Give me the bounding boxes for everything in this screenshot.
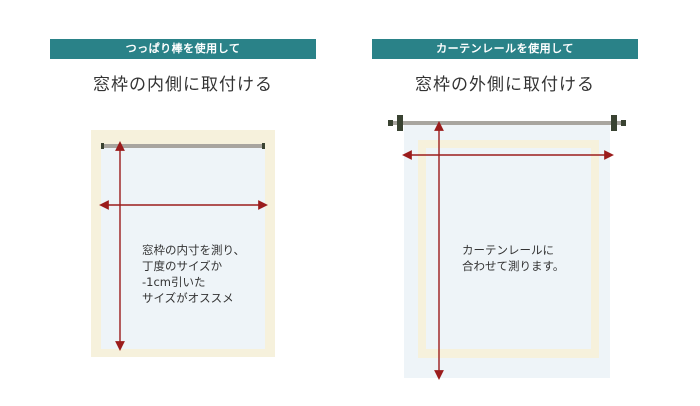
rail-bracket-right: [611, 115, 617, 131]
inside-note-line-3: -1cm引いた: [142, 275, 206, 289]
rail-bracket-left: [397, 115, 403, 131]
tension-rod-badge: つっぱり棒を使用して: [50, 39, 316, 59]
curtain-rail: [390, 121, 624, 125]
left-window-pane: [101, 146, 265, 349]
outside-mount-heading: 窓枠の外側に取付ける: [415, 75, 595, 95]
inside-note-line-4: サイズがオススメ: [142, 291, 234, 305]
outside-note-line-2: 合わせて測ります。: [462, 259, 565, 273]
outside-mount-diagram: [388, 115, 626, 380]
outside-note-line-1: カーテンレールに: [462, 243, 554, 257]
right-window-pane: [426, 148, 591, 349]
outside-mount-note: カーテンレールに 合わせて測ります。: [462, 242, 592, 274]
rail-end-left: [388, 120, 393, 126]
inside-note-line-2: 丁度のサイズか: [142, 259, 223, 273]
inside-mount-diagram: [91, 130, 275, 357]
tension-rod-cap-left: [101, 143, 104, 149]
inside-mount-note: 窓枠の内寸を測り、 丁度のサイズか -1cm引いた サイズがオススメ: [142, 242, 262, 306]
tension-rod: [101, 144, 265, 148]
tension-rod-cap-right: [262, 143, 265, 149]
rail-end-right: [621, 120, 626, 126]
curtain-rail-badge: カーテンレールを使用して: [372, 39, 638, 59]
inside-mount-heading: 窓枠の内側に取付ける: [93, 75, 273, 95]
inside-note-line-1: 窓枠の内寸を測り、: [142, 243, 246, 257]
